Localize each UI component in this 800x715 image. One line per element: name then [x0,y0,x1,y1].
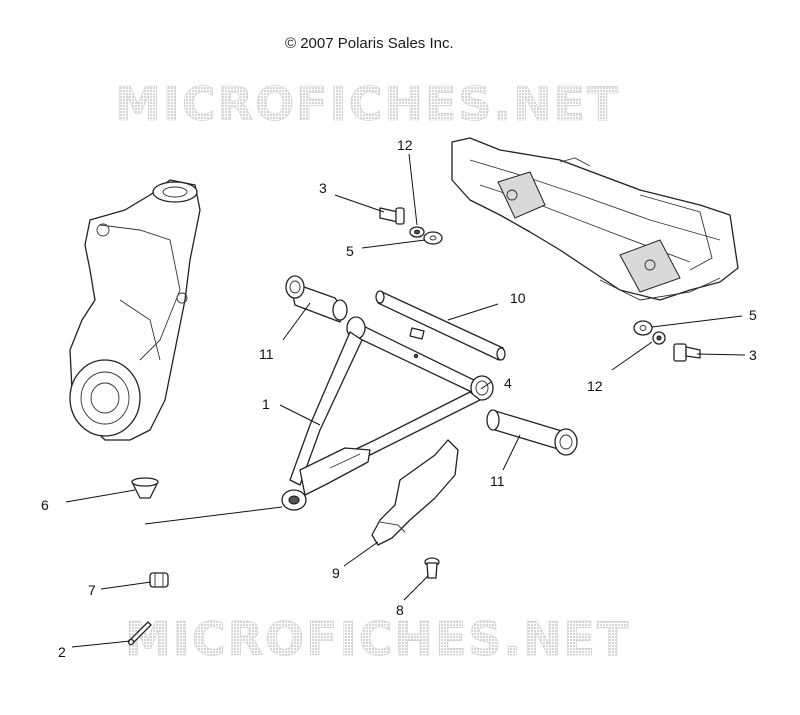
cap-6 [131,477,159,499]
arm-guard [371,439,459,546]
nut-7 [149,572,169,588]
frame-section [451,137,739,301]
callout-12-right: 12 [587,378,603,394]
callout-11-upper: 11 [259,346,274,362]
callout-12-upper: 12 [397,137,413,153]
watermark-bottom: MICROFICHES.NET [125,612,630,666]
washer-5-upper [423,231,443,245]
watermark-top: MICROFICHES.NET [115,77,620,131]
callout-9: 9 [332,565,340,581]
bolt-right [673,343,701,362]
pivot-tube [375,290,506,361]
washer-12-right [652,331,666,345]
callout-5-right: 5 [749,307,757,323]
bolt-8 [424,557,440,579]
bushing-upper [285,275,348,323]
leader-lines [65,153,746,648]
washer-5-right [633,320,653,336]
callout-3-upper: 3 [319,180,327,196]
callout-1: 1 [262,396,270,412]
callout-10: 10 [510,290,526,306]
callout-6: 6 [41,497,49,513]
bushing-lower [486,409,578,456]
a-arm [281,316,494,511]
callout-3-right: 3 [749,347,757,363]
callout-5-upper: 5 [346,243,354,259]
callout-2: 2 [58,644,66,660]
callout-4: 4 [504,375,512,391]
callout-7: 7 [88,582,96,598]
bolt-upper [379,207,405,225]
steering-knuckle [69,179,201,441]
callout-8: 8 [396,602,404,618]
copyright-notice: © 2007 Polaris Sales Inc. [285,35,454,52]
cotter-pin-2 [127,621,152,646]
callout-11-lower: 11 [490,473,505,489]
washer-12-upper [409,226,425,238]
